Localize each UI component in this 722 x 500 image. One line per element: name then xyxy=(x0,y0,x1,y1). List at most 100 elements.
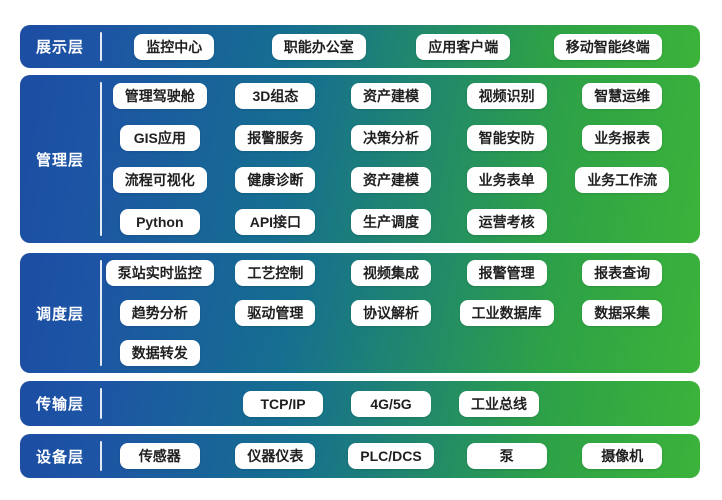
layer-chip: 趋势分析 xyxy=(119,300,200,326)
layer-chip: 数据采集 xyxy=(582,300,663,326)
chip-cell: 流程可视化 xyxy=(112,167,207,193)
chip-cell: 协议解析 xyxy=(350,300,431,326)
chip-cell: 报警管理 xyxy=(466,260,547,286)
chip-cell: 移动智能终端 xyxy=(553,33,662,60)
chip-cell: 3D组态 xyxy=(235,83,316,109)
layer-chip: Python xyxy=(119,209,200,235)
label-divider xyxy=(100,441,102,471)
chip-cell: 泵 xyxy=(466,443,547,469)
chip-cell: 摄像机 xyxy=(582,443,663,469)
chip-cell: 智慧运维 xyxy=(582,83,663,109)
chip-row: TCP/IP 4G/5G 工业总线 xyxy=(102,381,680,426)
layer-chip: 应用客户端 xyxy=(416,33,511,60)
chip-cell: 报表查询 xyxy=(582,260,663,286)
layer-chip: 业务表单 xyxy=(466,167,547,193)
chip-cell: 业务工作流 xyxy=(575,167,670,193)
chip-cell: 应用客户端 xyxy=(416,33,511,60)
chip-cell: PLC/DCS xyxy=(348,443,434,469)
chip-cell: 驱动管理 xyxy=(235,300,316,326)
layer-chip: 仪器仪表 xyxy=(235,443,316,469)
layer-band-scheduling: 调度层 泵站实时监控工艺控制视频集成报警管理报表查询趋势分析驱动管理协议解析工业… xyxy=(20,253,700,373)
chip-cell: 健康诊断 xyxy=(235,167,316,193)
chip-cell: 业务报表 xyxy=(582,125,663,151)
chip-cell: 智能安防 xyxy=(466,125,547,151)
chip-cell: 资产建模 xyxy=(350,167,431,193)
chip-cell: 视频集成 xyxy=(350,260,431,286)
layer-chip: 工业数据库 xyxy=(459,300,554,326)
chip-grid: 监控中心 职能办公室 应用客户端 移动智能终端 xyxy=(102,25,680,68)
layer-chip: 流程可视化 xyxy=(112,167,207,193)
chip-cell: 资产建模 xyxy=(350,83,431,109)
layer-chip: 4G/5G xyxy=(351,390,431,417)
layer-chip: GIS应用 xyxy=(119,125,200,151)
chip-cell: 报警服务 xyxy=(235,125,316,151)
chip-cell: 生产调度 xyxy=(350,209,431,235)
layer-chip: 传感器 xyxy=(119,443,200,469)
layer-chip: 工艺控制 xyxy=(235,260,316,286)
layer-content: TCP/IP 4G/5G 工业总线 xyxy=(102,381,700,426)
layer-chip: 数据转发 xyxy=(119,340,200,366)
layer-chip: 健康诊断 xyxy=(235,167,316,193)
chip-cell: TCP/IP xyxy=(243,390,323,417)
chip-cell: 泵站实时监控 xyxy=(105,260,214,286)
layer-label: 管理层 xyxy=(35,151,84,169)
layer-label: 设备层 xyxy=(35,448,84,466)
layer-chip: 驱动管理 xyxy=(235,300,316,326)
layer-band-display: 展示层 监控中心职能办公室应用客户端移动智能终端 xyxy=(20,25,700,68)
layer-chip: 智能安防 xyxy=(466,125,547,151)
chip-cell: 趋势分析 xyxy=(119,300,200,326)
layer-chip: 管理驾驶舱 xyxy=(112,83,207,109)
layer-chip: 智慧运维 xyxy=(582,83,663,109)
layer-content: 传感器 仪器仪表 PLC/DCS 泵 摄像机 xyxy=(102,434,700,478)
label-divider xyxy=(100,82,102,236)
layer-chip: 生产调度 xyxy=(350,209,431,235)
label-divider xyxy=(100,260,102,366)
chip-cell: 4G/5G xyxy=(351,390,431,417)
chip-cell: API接口 xyxy=(235,209,316,235)
chip-cell: 决策分析 xyxy=(350,125,431,151)
chip-cell: 数据采集 xyxy=(582,300,663,326)
layer-chip: 运营考核 xyxy=(466,209,547,235)
label-divider xyxy=(100,32,102,61)
layer-chip: 资产建模 xyxy=(350,167,431,193)
layer-chip: API接口 xyxy=(235,209,316,235)
layer-chip: 报警管理 xyxy=(466,260,547,286)
layer-chip: 摄像机 xyxy=(582,443,663,469)
layer-chip: 业务工作流 xyxy=(575,167,670,193)
layer-band-transmission: 传输层 TCP/IP 4G/5G 工业总线 xyxy=(20,381,700,426)
layer-content: 监控中心 职能办公室 应用客户端 移动智能终端 xyxy=(102,25,700,68)
layer-chip: 职能办公室 xyxy=(271,33,366,60)
label-divider xyxy=(100,388,102,419)
layer-chip: 3D组态 xyxy=(235,83,316,109)
layer-chip: 协议解析 xyxy=(350,300,431,326)
layer-chip: 监控中心 xyxy=(134,33,215,60)
layer-chip: 工业总线 xyxy=(459,390,539,417)
layer-chip: 视频识别 xyxy=(466,83,547,109)
chip-cell: 监控中心 xyxy=(134,33,215,60)
layer-chip: 决策分析 xyxy=(350,125,431,151)
chip-grid: 泵站实时监控工艺控制视频集成报警管理报表查询趋势分析驱动管理协议解析工业数据库数… xyxy=(102,253,680,373)
layer-chip: 泵站实时监控 xyxy=(105,260,214,286)
chip-cell: 视频识别 xyxy=(466,83,547,109)
layer-band-device: 设备层 传感器 仪器仪表 PLC/DCS 泵 摄像机 xyxy=(20,434,700,478)
chip-cell: 管理驾驶舱 xyxy=(112,83,207,109)
layer-chip: 资产建模 xyxy=(350,83,431,109)
layer-chip: 移动智能终端 xyxy=(553,33,662,60)
chip-cell: GIS应用 xyxy=(119,125,200,151)
chip-cell: 数据转发 xyxy=(119,340,200,366)
layer-label: 传输层 xyxy=(35,396,84,413)
chip-cell: 工业总线 xyxy=(459,390,539,417)
layer-chip: 报警服务 xyxy=(235,125,316,151)
chip-cell: 工业数据库 xyxy=(459,300,554,326)
chip-cell: 业务表单 xyxy=(466,167,547,193)
chip-cell: 仪器仪表 xyxy=(235,443,316,469)
layer-content: 泵站实时监控工艺控制视频集成报警管理报表查询趋势分析驱动管理协议解析工业数据库数… xyxy=(102,253,700,373)
layer-chip: PLC/DCS xyxy=(348,443,434,469)
layer-chip: 业务报表 xyxy=(582,125,663,151)
layer-chip: 泵 xyxy=(466,443,547,469)
chip-cell: 工艺控制 xyxy=(235,260,316,286)
